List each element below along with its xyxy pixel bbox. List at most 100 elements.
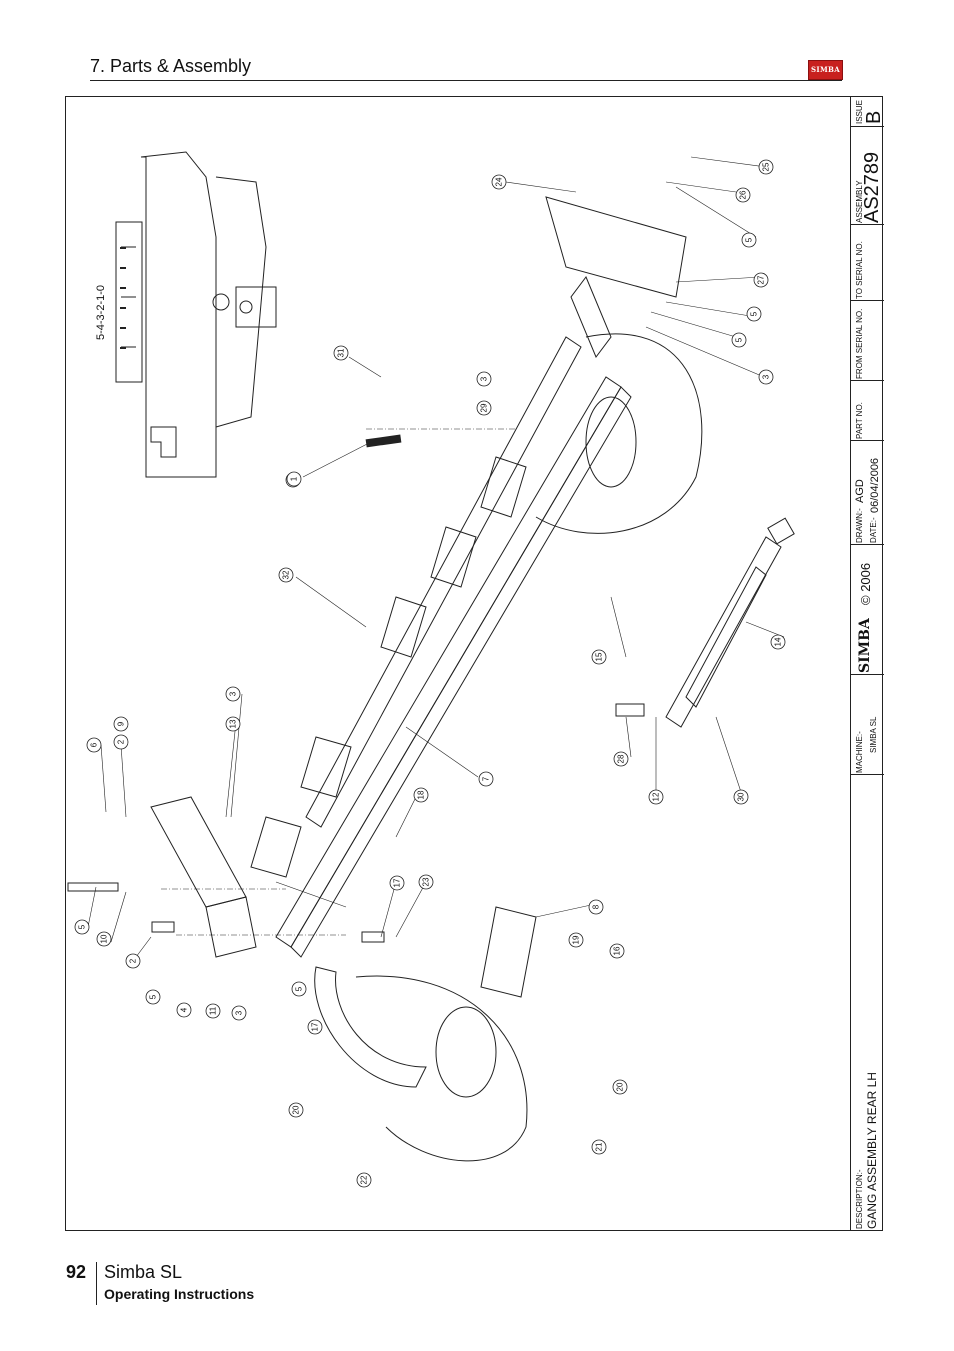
callout-number: 20 [616,1082,625,1091]
footer-divider [96,1262,97,1305]
machine-cell: MACHINE:- SIMBA SL [851,674,884,774]
callout-number: 14 [774,637,783,646]
callout-balloon [741,232,757,248]
callout-number: 5 [295,986,304,991]
title-block: ISSUE B ASSEMBLY AS2789 TO SERIAL NO. FR… [850,96,885,1231]
callout-balloon [291,981,307,997]
callout-number: 25 [762,162,771,171]
callout-balloon [231,1005,247,1021]
callout-balloon [205,1003,221,1019]
callout-balloon [591,649,607,665]
callout-number: 19 [572,935,581,944]
callout-number: 20 [292,1105,301,1114]
callout-balloon [476,400,492,416]
gauge-label: 5-4-3-2-1-0 [95,285,107,340]
callout-number: 30 [737,792,746,801]
callout-balloon [125,953,141,969]
callout-balloon [389,875,405,891]
callout-balloon [113,716,129,732]
callout-balloon [568,932,584,948]
callout-number: 17 [393,878,402,887]
callout-number: 7 [482,776,491,781]
callout-number: 2 [129,958,138,963]
callout-balloon [648,789,664,805]
issue-cell: ISSUE B [855,99,885,124]
callout-number: 17 [311,1022,320,1031]
callout-number: 4 [180,1007,189,1012]
callout-balloon [758,369,774,385]
callout-balloon [591,1139,607,1155]
callout-number: 13 [229,719,238,728]
callout-number: 3 [480,376,489,381]
callout-balloon [225,716,241,732]
callout-balloon [176,1002,192,1018]
adjuster-assembly [665,517,795,728]
callout-number: 26 [739,190,748,199]
page-number: 92 [66,1262,87,1282]
callout-number: 31 [337,348,346,357]
callout-number: 3 [235,1010,244,1015]
callout-balloon [286,471,302,487]
assembly-cell: ASSEMBLY AS2789 [851,126,884,224]
callout-number: 5 [149,994,158,999]
callout-balloon [418,874,434,890]
callout-balloon [476,371,492,387]
lower-disc [355,975,528,1162]
section-heading: 7. Parts & Assembly [90,56,252,76]
callout-number: 16 [613,946,622,955]
callout-balloon [731,332,747,348]
product-name: Simba SL [104,1262,183,1282]
callout-number: 27 [757,275,766,284]
callout-balloon [746,306,762,322]
callout-number: 24 [495,177,504,186]
callout-number: 3 [762,374,771,379]
header-divider [90,80,842,81]
callout-balloon [288,1102,304,1118]
bracket-top [545,196,687,298]
callout-number: 6 [90,742,99,747]
drawing-frame [65,96,883,1231]
callout-number: 5 [745,237,754,242]
callout-number: 18 [417,790,426,799]
top-disc [535,333,703,534]
from-serial-cell: FROM SERIAL NO. [851,300,884,380]
callout-balloon [145,989,161,1005]
callout-balloon [74,919,90,935]
main-frame-beam [275,336,632,958]
drawn-date-cell: DRAWN:- DATE:- AGD 06/04/2006 [851,440,884,544]
callout-balloon [307,1019,323,1035]
callout-balloon [770,634,786,650]
callout-number: 21 [595,1142,604,1151]
callout-balloon [225,686,241,702]
document-subtitle: Operating Instructions [104,1286,255,1302]
callout-number: 1 [290,476,299,481]
callout-balloon [356,1172,372,1188]
callout-balloon [333,345,349,361]
callout-number: 12 [652,792,661,801]
callout-balloon [613,751,629,767]
callout-balloon [609,943,625,959]
inset-detail-view [115,151,277,478]
callout-number: 10 [100,934,109,943]
callout-number: 15 [595,652,604,661]
callout-number: 8 [592,904,601,909]
callout-balloon [588,899,604,915]
callout-number: 5 [750,311,759,316]
callout-balloon [278,567,294,583]
callout-balloon [753,272,769,288]
callout-number: 22 [360,1175,369,1184]
callout-balloon [758,159,774,175]
callout-balloon [413,787,429,803]
callout-number: 29 [480,403,489,412]
callout-number: 32 [282,570,291,579]
simba-logo: SIMBA [808,60,843,80]
callout-balloon [735,187,751,203]
callout-number: 11 [209,1006,218,1015]
callout-group: 2526245275533153291321514629313281230718… [74,159,786,1188]
callout-number: 23 [422,877,431,886]
callout-balloon [491,174,507,190]
callout-balloon [113,734,129,750]
callout-number: 28 [617,754,626,763]
c-shank [314,966,427,1088]
to-serial-cell: TO SERIAL NO. [851,224,884,300]
